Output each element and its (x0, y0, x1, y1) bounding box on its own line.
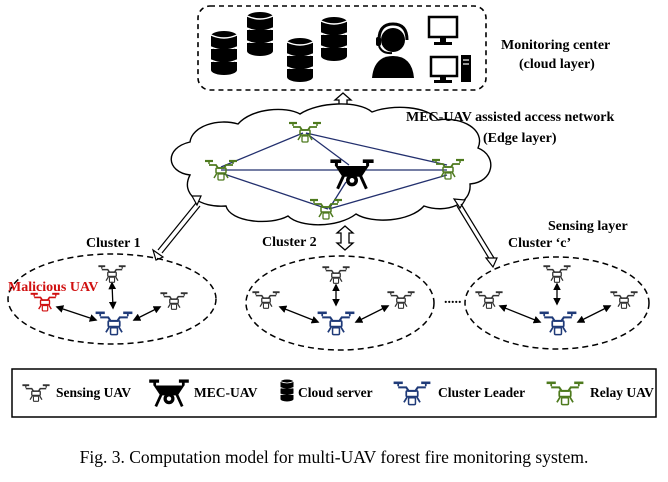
cloud-server-icon (286, 37, 314, 83)
cloud-server-icon (246, 11, 274, 57)
edge-layer-subtitle: (Edge layer) (483, 131, 557, 146)
cluster-2-label: Cluster 2 (262, 235, 317, 250)
sensing-layer-label: Sensing layer (548, 219, 628, 234)
cluster-2-links (278, 283, 390, 324)
legend-cluster-leader: Cluster Leader (392, 381, 525, 406)
sensing-uav-icon (609, 291, 639, 310)
legend-mec-uav: MEC-UAV (147, 379, 258, 409)
sensing-uav-icon (97, 265, 127, 284)
sensing-uav-icon (474, 291, 504, 310)
cluster-c-links (498, 282, 612, 324)
cluster-1-boundary (7, 253, 217, 345)
monitoring-center-title: Monitoring center (501, 38, 610, 53)
cluster-c-boundary (464, 256, 650, 350)
malicious-uav-label: Malicious UAV (8, 280, 98, 295)
sensing-uav-icon (542, 265, 572, 284)
edge-links (220, 132, 448, 210)
cluster-1-links (55, 281, 162, 322)
edge-cluster1-link-arrow (151, 195, 202, 261)
cluster-leader-icon (316, 311, 356, 336)
cluster-2-boundary (245, 255, 435, 351)
legend-sensing-uav-label: Sensing UAV (56, 385, 131, 400)
edge-cluster2-link-arrow (335, 225, 355, 251)
cluster-1-label: Cluster 1 (86, 236, 141, 251)
cluster-c-label: Cluster ‘c’ (508, 236, 571, 251)
edge-layer-cloud (170, 103, 492, 226)
legend-mec-uav-label: MEC-UAV (194, 385, 258, 400)
legend-box (11, 368, 657, 418)
legend-cloud-server-label: Cloud server (298, 385, 373, 400)
sensing-uav-icon (251, 291, 281, 310)
legend-relay-uav: Relay UAV (545, 381, 654, 406)
cluster-leader-icon (94, 311, 134, 336)
monitor-icon (427, 15, 459, 45)
monitoring-center-subtitle: (cloud layer) (519, 57, 595, 72)
more-clusters-ellipsis: ..... (444, 292, 462, 307)
cloud-server-icon (210, 30, 238, 76)
legend-cluster-leader-label: Cluster Leader (438, 385, 525, 400)
legend-sensing-uav: Sensing UAV (21, 384, 131, 403)
legend-relay-uav-label: Relay UAV (590, 385, 654, 400)
cloud-server-icon (320, 16, 348, 62)
sensing-uav-icon (321, 266, 351, 285)
desktop-computer-icon (429, 55, 471, 83)
edge-layer-title: MEC-UAV assisted access network (406, 110, 615, 125)
sensing-uav-icon (159, 292, 189, 311)
cluster-leader-icon (538, 311, 578, 336)
sensing-uav-icon (386, 291, 416, 310)
cloud-server-icon (280, 379, 294, 402)
legend-cloud-server: Cloud server (280, 379, 373, 402)
edge-clusterc-link-arrow (452, 198, 498, 269)
operator-icon (372, 22, 414, 78)
figure-caption: Fig. 3. Computation model for multi-UAV … (79, 447, 589, 467)
malicious-uav-icon (29, 292, 61, 312)
